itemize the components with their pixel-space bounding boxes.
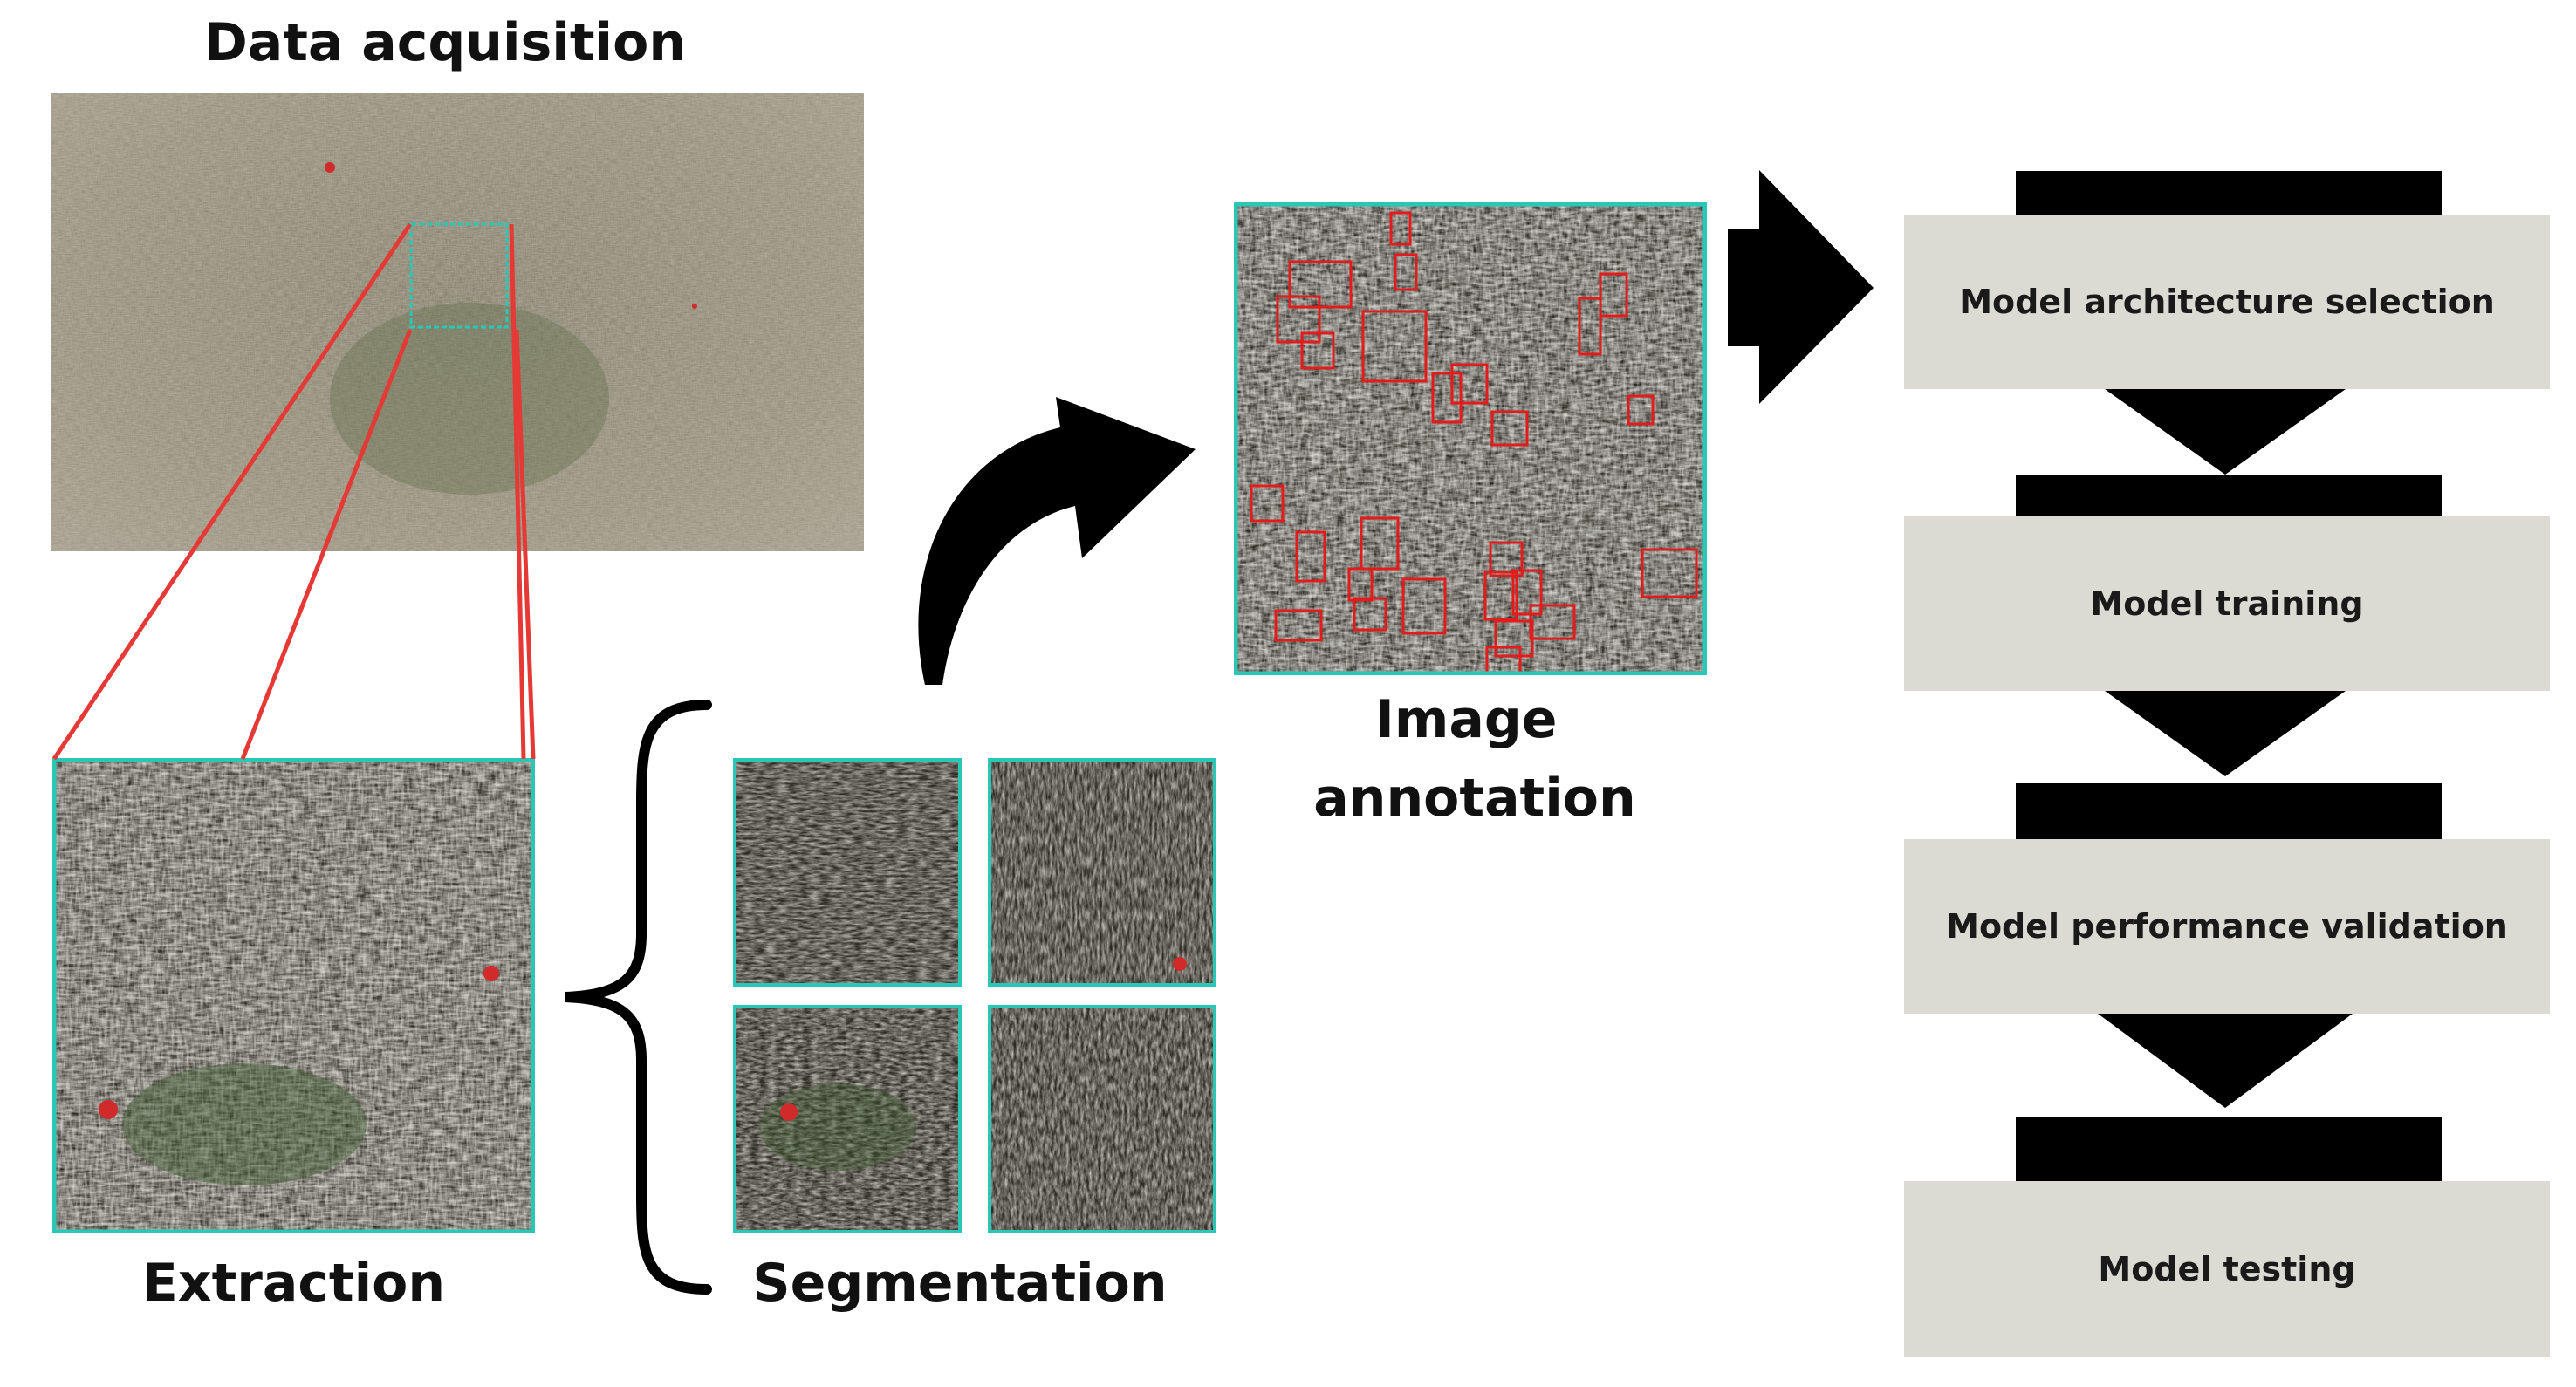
segment-tile-3 bbox=[733, 1005, 962, 1233]
image-annotation-label-line1: Image bbox=[1374, 689, 1558, 750]
step-model-performance-validation: Model performance validation bbox=[1904, 839, 2550, 1014]
data-acquisition-label: Data acquisition bbox=[203, 12, 687, 73]
annotated-image bbox=[1234, 202, 1707, 675]
step-tab-2 bbox=[2016, 475, 2442, 516]
step-model-architecture-selection: Model architecture selection bbox=[1904, 215, 2550, 389]
step-model-testing: Model testing bbox=[1904, 1181, 2550, 1357]
step-model-training: Model training bbox=[1904, 516, 2550, 691]
extracted-patch-image bbox=[52, 758, 535, 1233]
down-arrow-icon bbox=[2105, 691, 2346, 776]
aerial-field-image bbox=[51, 93, 864, 551]
down-arrow-icon bbox=[2098, 1014, 2353, 1108]
step-tab-3 bbox=[2016, 783, 2442, 839]
block-arrow-icon bbox=[1728, 170, 1874, 404]
down-arrow-icon bbox=[2105, 389, 2346, 475]
image-annotation-label-line2: annotation bbox=[1313, 768, 1636, 829]
segment-tile-4 bbox=[988, 1005, 1216, 1233]
step-tab-4 bbox=[2016, 1117, 2442, 1181]
segment-tile-2 bbox=[988, 758, 1216, 987]
step-tab-1 bbox=[2016, 171, 2442, 215]
extraction-label: Extraction bbox=[141, 1253, 446, 1314]
curved-arrow-icon bbox=[918, 397, 1196, 685]
segment-tile-1 bbox=[733, 758, 962, 987]
segmentation-label: Segmentation bbox=[752, 1253, 1168, 1314]
